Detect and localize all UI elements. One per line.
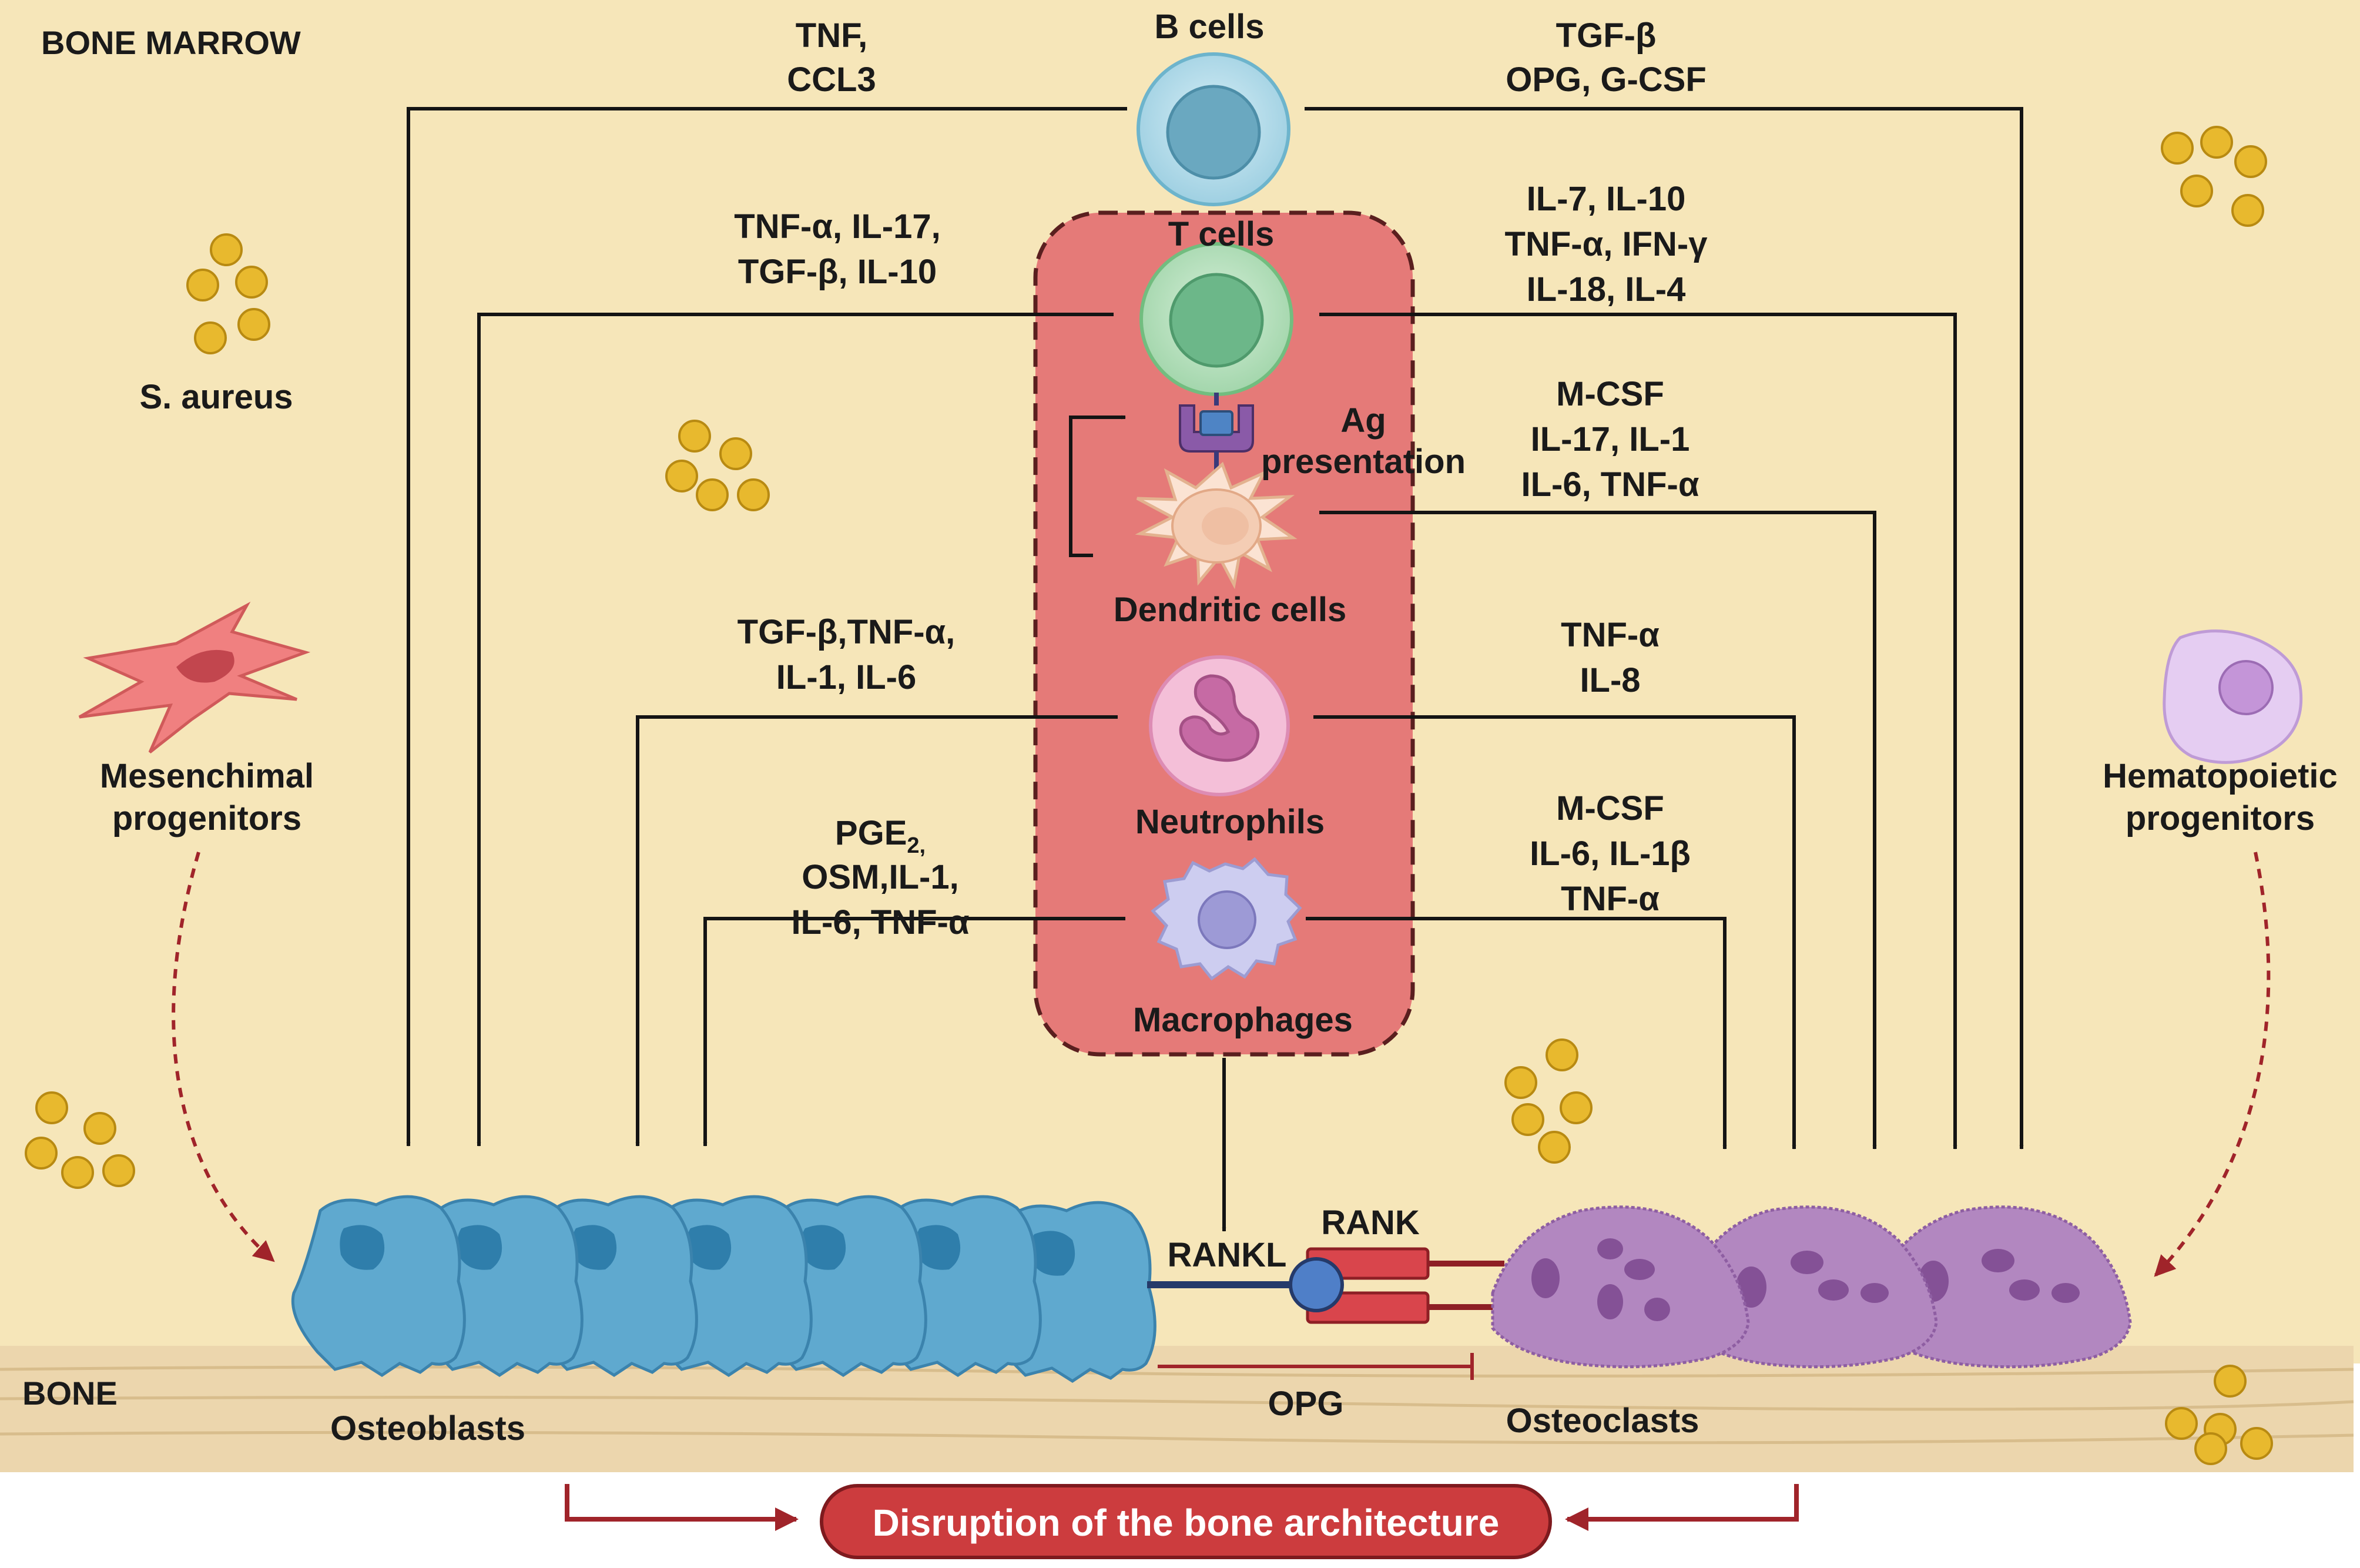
hematopoietic-progenitors-label: Hematopoietic (2103, 757, 2338, 795)
disruption-text: Disruption of the bone architecture (873, 1502, 1500, 1544)
mediators-neut-right: IL-8 (1580, 661, 1640, 699)
osteoblasts-label: Osteoblasts (330, 1409, 525, 1448)
disruption-banner (820, 1484, 1552, 1559)
mediators-mac-left: PGE2, (835, 814, 926, 858)
t-cells-label: T cells (1168, 215, 1275, 253)
mediators-b-right: OPG, G-CSF (1506, 61, 1707, 99)
s-aureus-label: S. aureus (139, 378, 293, 416)
mediators-b-left: CCL3 (787, 61, 876, 99)
mesenchymal-progenitor-icon (78, 601, 311, 753)
signal-arrows (406, 107, 2024, 1232)
rank-label: RANK (1321, 1204, 1420, 1242)
osteoclasts-label: Osteoclasts (1506, 1402, 1699, 1440)
mediators-t-right: IL-18, IL-4 (1527, 270, 1686, 309)
dendritic-cell-icon (1135, 461, 1298, 589)
mediators-dc-right: IL-6, TNF-α (1521, 465, 1699, 504)
mesenchimal-progenitors-label: Mesenchimal (100, 757, 314, 795)
mediators-b-right: TGF-β (1556, 16, 1657, 55)
osteoclast-icon (1491, 1205, 2132, 1369)
immune-cells-box (1033, 210, 1415, 1057)
mediators-mac-right: IL-6, IL-1β (1530, 835, 1691, 873)
mediators-t-left: TNF-α, IL-17, (734, 207, 940, 246)
neutrophils-label: Neutrophils (1135, 803, 1325, 841)
mediators-t-right: IL-7, IL-10 (1527, 180, 1686, 218)
neutrophil-icon (1149, 655, 1290, 796)
macrophages-label: Macrophages (1133, 1001, 1353, 1039)
mediators-dc-right: IL-17, IL-1 (1531, 420, 1690, 458)
bone-marrow-label: BONE MARROW (41, 24, 301, 61)
ag-presentation-label: Ag (1340, 401, 1386, 440)
mediators-t-right: TNF-α, IFN-γ (1505, 225, 1708, 263)
mediators-mac-left: OSM,IL-1, (802, 858, 958, 896)
t-cell-icon (1139, 242, 1293, 396)
rankl-label: RANKL (1168, 1236, 1287, 1274)
mediators-dc-right: M-CSF (1556, 375, 1664, 413)
disruption-section: Disruption of the bone architecture (565, 1484, 1799, 1559)
mediators-neut-left: IL-1, IL-6 (776, 658, 916, 696)
mesenchymal-differentiation-arrow (172, 852, 275, 1262)
mediators-t-left: TGF-β, IL-10 (738, 253, 937, 291)
mesenchimal-progenitors-label: progenitors (112, 799, 301, 837)
hematopoietic-differentiation-arrow (2154, 852, 2271, 1277)
mediators-mac-right: TNF-α (1561, 880, 1660, 918)
bone-label: BONE (22, 1375, 118, 1412)
mediators-neut-right: TNF-α (1561, 616, 1660, 654)
ag-presentation-label: presentation (1261, 443, 1466, 481)
mediators-mac-right: M-CSF (1556, 789, 1664, 827)
macrophage-icon (1151, 857, 1302, 981)
rankl-rank-complex (1147, 1247, 1504, 1324)
opg-inhibition (1158, 1353, 1474, 1380)
dendritic-cells-label: Dendritic cells (1114, 591, 1346, 629)
tcr-mhc-icon (1179, 393, 1254, 470)
hematopoietic-progenitor-icon (2163, 629, 2303, 764)
b-cells-label: B cells (1155, 8, 1265, 46)
hematopoietic-progenitors-label: progenitors (2126, 799, 2315, 837)
mediators-mac-left: IL-6, TNF-α (791, 903, 969, 942)
b-cell-icon (1137, 52, 1290, 206)
opg-label: OPG (1268, 1385, 1344, 1423)
s-aureus-cluster-icon (25, 126, 2273, 1465)
osteoblast-icon (291, 1195, 1156, 1383)
mediators-b-left: TNF, (796, 16, 867, 55)
mediators-neut-left: TGF-β,TNF-α, (738, 613, 956, 651)
